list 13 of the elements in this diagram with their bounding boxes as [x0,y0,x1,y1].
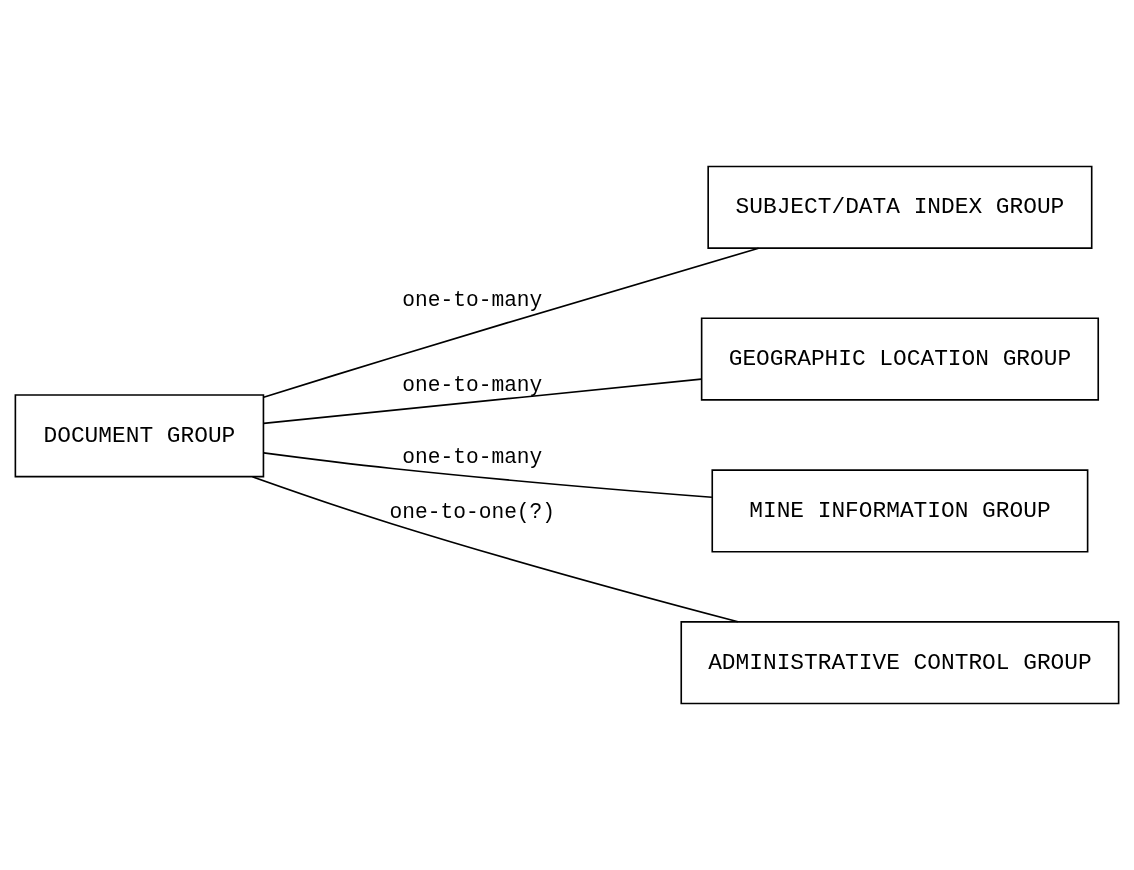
edge-label: one-to-one(?) [389,500,556,525]
connector [262,247,760,399]
node-box: ADMINISTRATIVE CONTROL GROUP [680,621,1120,705]
edge-label: one-to-many [402,444,543,469]
edge-label: one-to-many [402,287,543,312]
node-box: SUBJECT/DATA INDEX GROUP [707,165,1093,249]
edge-label: one-to-many [402,372,543,397]
connector [262,452,713,499]
node-box: MINE INFORMATION GROUP [711,469,1089,553]
node-box: GEOGRAPHIC LOCATION GROUP [700,317,1100,401]
connector [262,378,703,425]
node-box: DOCUMENT GROUP [14,394,265,478]
connector [251,475,739,623]
